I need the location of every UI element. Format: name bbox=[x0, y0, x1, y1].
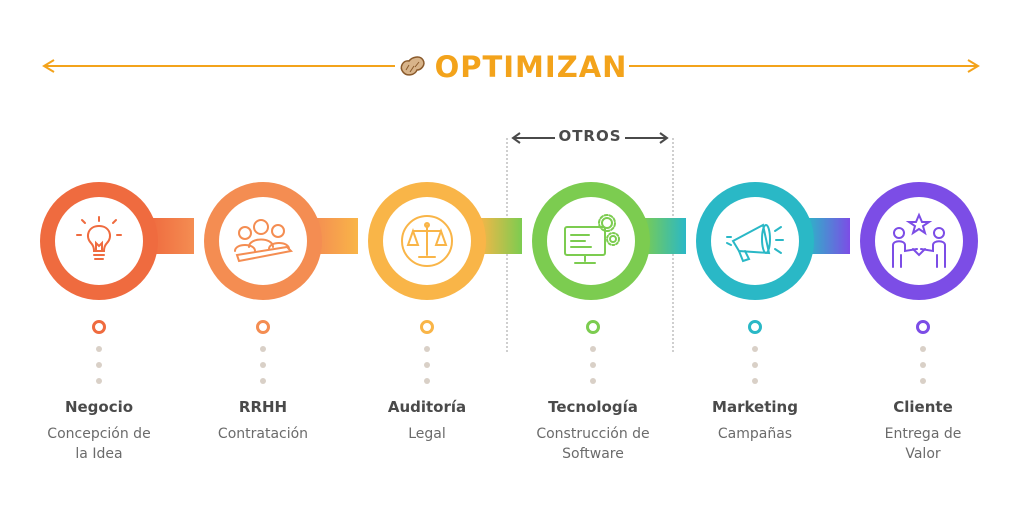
step-title-rrhh: RRHH bbox=[238, 398, 288, 416]
handshake-star-icon bbox=[892, 212, 946, 268]
step-dot bbox=[920, 378, 926, 384]
step-dot bbox=[96, 346, 102, 352]
step-dot bbox=[260, 362, 266, 368]
step-dot bbox=[752, 346, 758, 352]
step-circle-auditoria bbox=[368, 182, 486, 300]
step-circle-cliente bbox=[860, 182, 978, 300]
step-dot bbox=[96, 362, 102, 368]
scales-icon bbox=[401, 215, 453, 267]
step-dot bbox=[920, 362, 926, 368]
computer-gears-icon bbox=[564, 214, 620, 264]
step-dot bbox=[424, 378, 430, 384]
step-marker-cliente bbox=[916, 320, 930, 334]
step-dot bbox=[96, 378, 102, 384]
step-subtitle-cliente: Entrega de Valor bbox=[884, 426, 962, 462]
step-subtitle-negocio: Concepción de la Idea bbox=[47, 426, 151, 462]
step-dot bbox=[260, 346, 266, 352]
step-circle-rrhh bbox=[204, 182, 322, 300]
step-subtitle-rrhh: Contratación bbox=[217, 426, 309, 442]
step-dot bbox=[260, 378, 266, 384]
lightbulb-icon bbox=[76, 216, 122, 260]
step-marker-tecnologia bbox=[586, 320, 600, 334]
step-subtitle-auditoria: Legal bbox=[408, 426, 446, 442]
peanut-icon bbox=[400, 56, 425, 76]
step-title-cliente: Cliente bbox=[893, 398, 953, 416]
step-marker-rrhh bbox=[256, 320, 270, 334]
step-title-marketing: Marketing bbox=[712, 398, 798, 416]
step-title-auditoria: Auditoría bbox=[387, 398, 467, 416]
otros-label: OTROS bbox=[555, 127, 625, 145]
step-circle-negocio bbox=[40, 182, 158, 300]
megaphone-icon bbox=[726, 223, 784, 263]
brand-logo: OPTIMIZAN bbox=[395, 47, 629, 87]
step-dot bbox=[590, 346, 596, 352]
step-title-negocio: Negocio bbox=[64, 398, 134, 416]
step-subtitle-marketing: Campañas bbox=[717, 426, 793, 442]
step-dot bbox=[424, 346, 430, 352]
team-icon bbox=[234, 219, 294, 263]
step-dot bbox=[424, 362, 430, 368]
step-circle-marketing bbox=[696, 182, 814, 300]
step-dot bbox=[752, 362, 758, 368]
step-dot bbox=[590, 362, 596, 368]
step-title-tecnologia: Tecnología bbox=[548, 398, 638, 416]
step-subtitle-tecnologia: Construcción de Software bbox=[536, 426, 650, 462]
step-circle-tecnologia bbox=[532, 182, 650, 300]
step-marker-marketing bbox=[748, 320, 762, 334]
step-marker-auditoria bbox=[420, 320, 434, 334]
step-dot bbox=[590, 378, 596, 384]
step-marker-negocio bbox=[92, 320, 106, 334]
step-dot bbox=[920, 346, 926, 352]
step-dot bbox=[752, 378, 758, 384]
brand-name: OPTIMIZAN bbox=[434, 50, 628, 84]
